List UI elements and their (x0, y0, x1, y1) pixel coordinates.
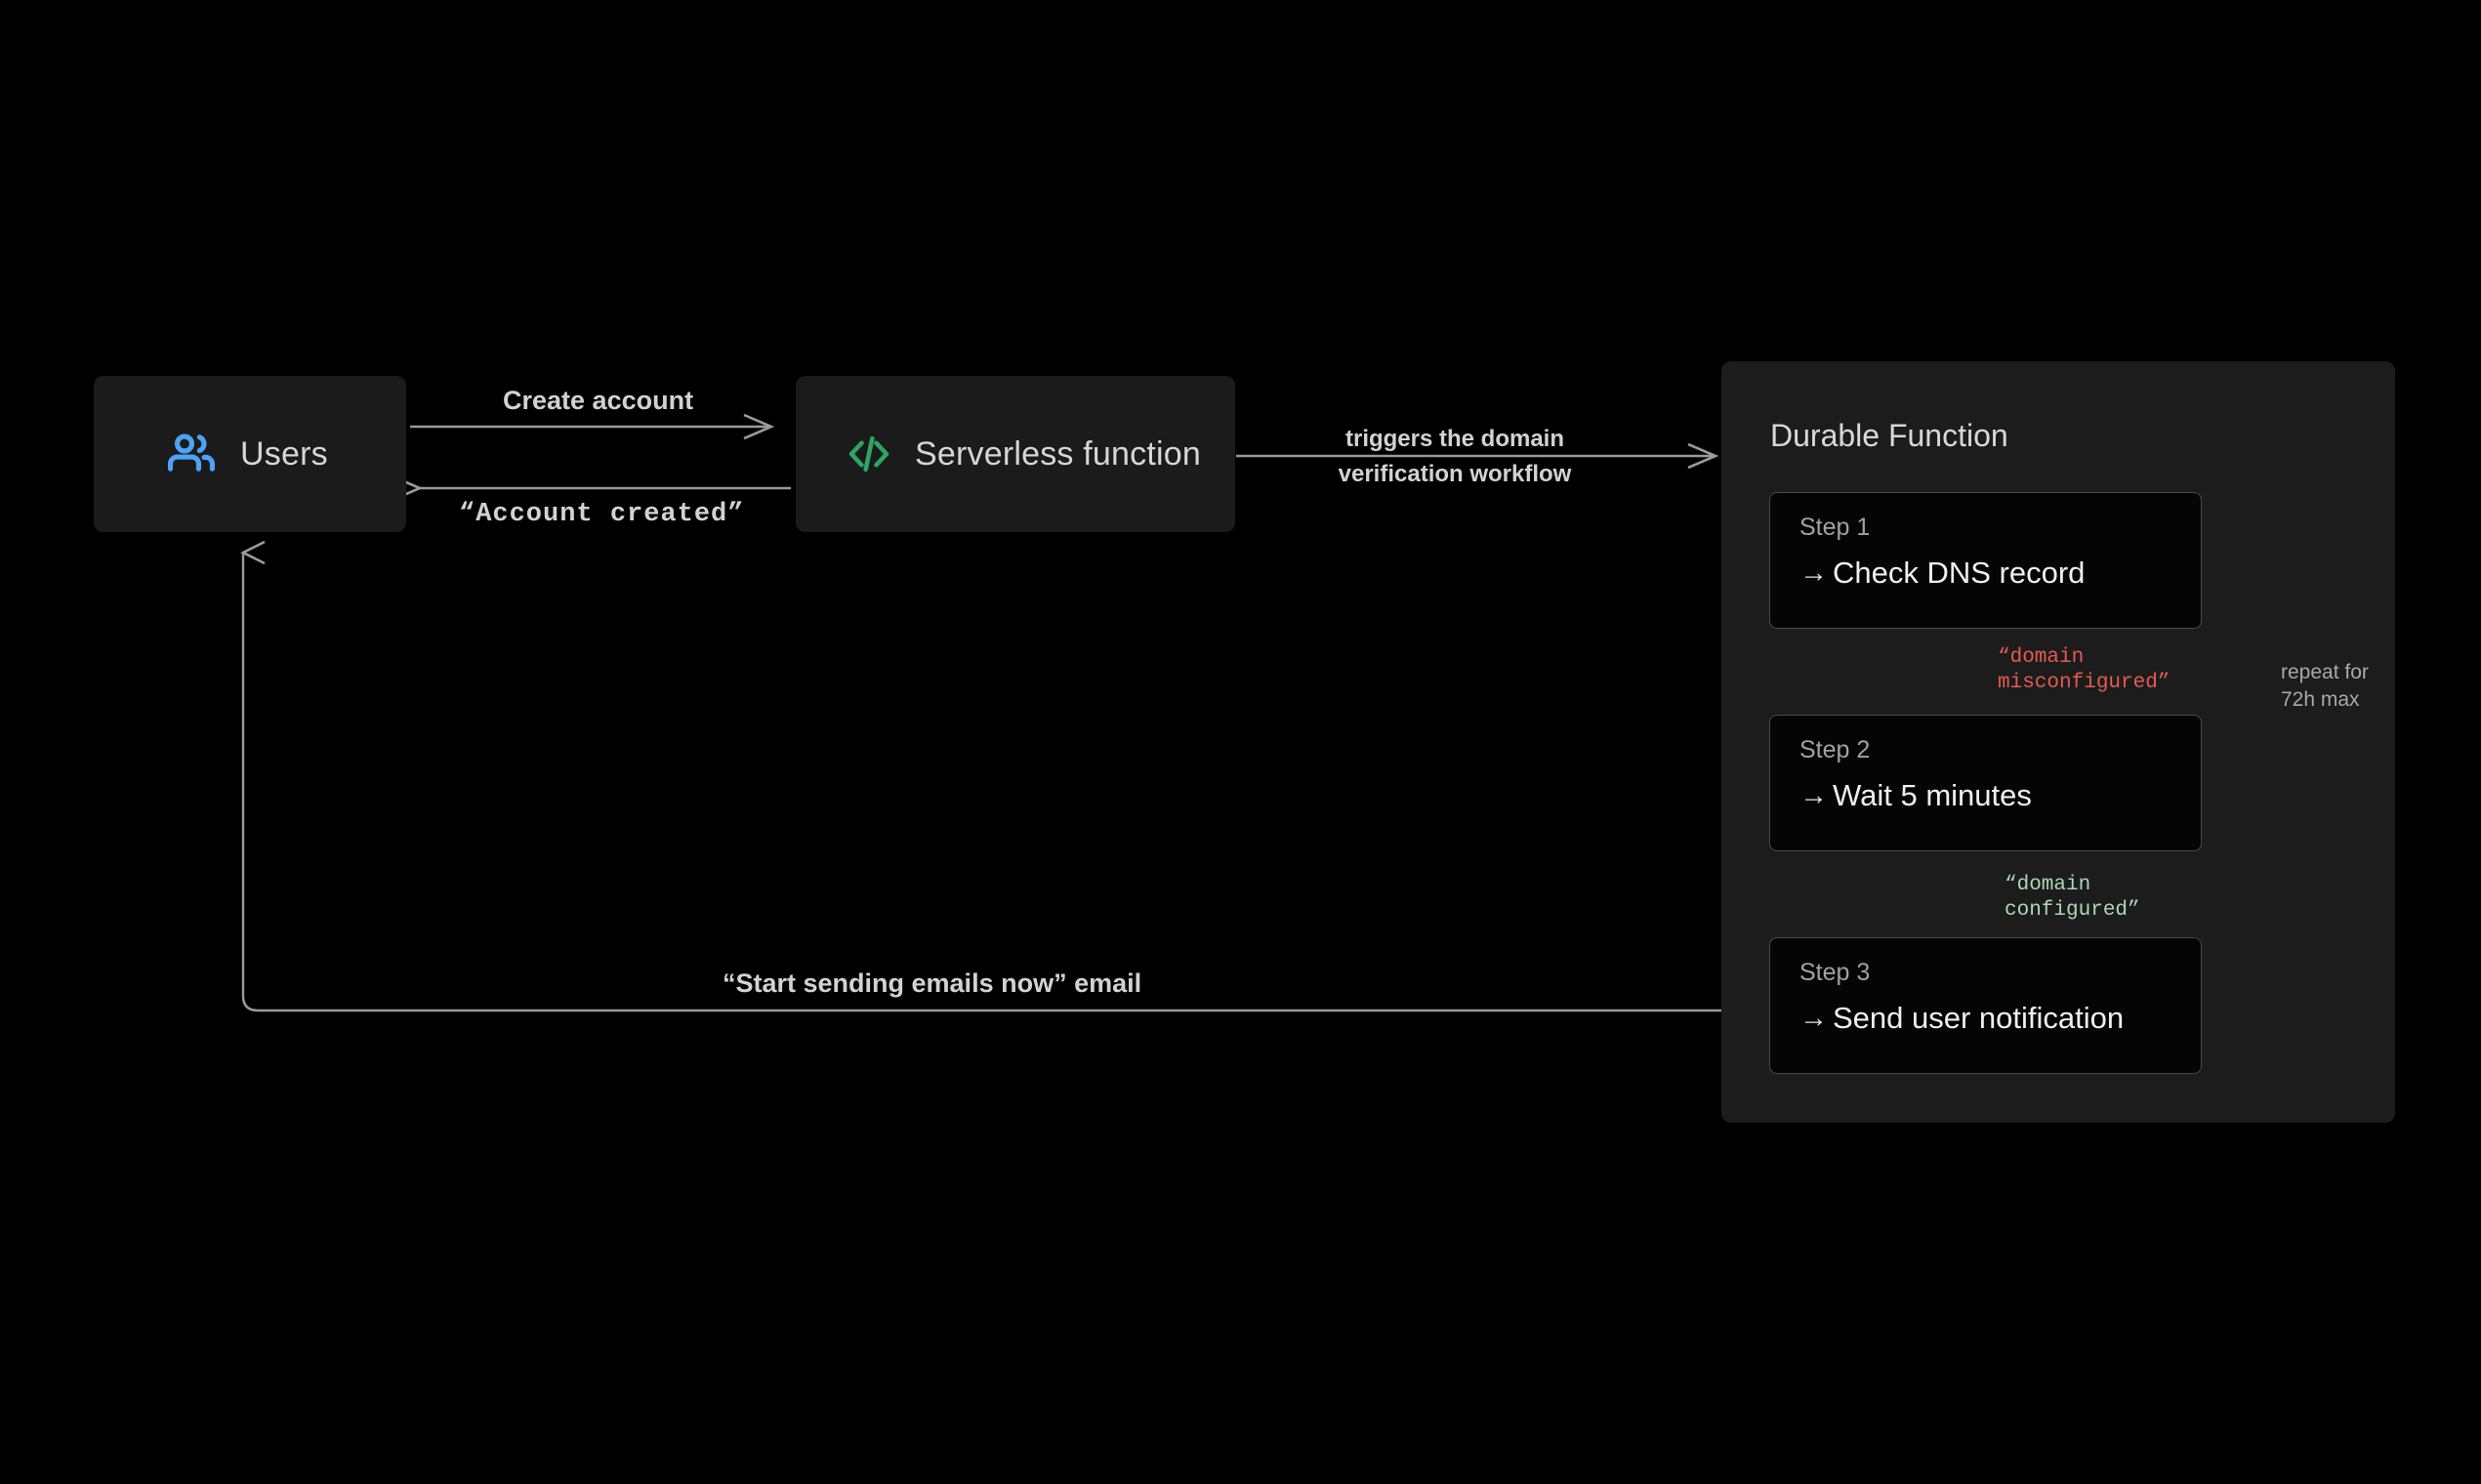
users-icon (164, 427, 219, 481)
edge-label-trigger-workflow: triggers the domain verification workflo… (1328, 422, 1582, 492)
edge-label-trigger-line-2: verification workflow (1338, 461, 1572, 487)
arrow-right-icon: → (1799, 1002, 1828, 1034)
step-card-1[interactable]: Step 1 → Check DNS record (1769, 492, 2202, 629)
edge-label-misconfigured-line-2: misconfigured” (1998, 672, 2171, 694)
node-users[interactable]: Users (94, 376, 406, 532)
step-2-body: → Wait 5 minutes (1799, 778, 2201, 813)
arrow-right-icon: → (1799, 779, 1828, 811)
step-card-3[interactable]: Step 3 → Send user notification (1769, 937, 2202, 1074)
edge-start-sending-email (240, 540, 1769, 1012)
code-brackets-icon (845, 430, 893, 478)
step-1-label: Check DNS record (1833, 556, 2086, 590)
step-3-label: Send user notification (1833, 1001, 2125, 1035)
step-3-body: → Send user notification (1799, 1001, 2201, 1036)
edge-label-repeat-line-1: repeat for (2281, 661, 2369, 683)
node-users-label: Users (240, 434, 328, 473)
step-2-kicker: Step 2 (1799, 736, 1871, 763)
node-serverless-label: Serverless function (915, 434, 1201, 473)
edge-label-domain-misconfigured: “domain misconfigured” (1998, 645, 2173, 696)
edge-label-trigger-line-1: triggers the domain (1344, 426, 1565, 452)
step-1-body: → Check DNS record (1799, 556, 2201, 591)
step-2-label: Wait 5 minutes (1833, 778, 2032, 812)
arrow-right-icon: → (1799, 556, 1828, 589)
edge-label-domain-configured: “domain configured” (2005, 873, 2180, 924)
edge-label-configured-line-2: configured” (2005, 899, 2140, 922)
edge-label-configured-line-1: “domain (2005, 874, 2091, 896)
edge-label-create-account: Create account (503, 386, 694, 415)
edge-label-account-created: “Account created” (459, 500, 745, 529)
node-serverless-function[interactable]: Serverless function (796, 376, 1235, 532)
durable-function-title: Durable Function (1770, 418, 2008, 453)
edge-label-misconfigured-line-1: “domain (1998, 646, 2085, 669)
edge-label-start-sending-email: “Start sending emails now” email (723, 969, 1142, 998)
edge-label-repeat-loop: repeat for 72h max (2281, 659, 2408, 714)
step-1-kicker: Step 1 (1799, 514, 1871, 541)
edge-label-repeat-line-2: 72h max (2281, 688, 2360, 711)
durable-function-panel: Durable Function Step 1 → Check DNS reco… (1721, 361, 2395, 1123)
step-3-kicker: Step 3 (1799, 959, 1871, 986)
step-card-2[interactable]: Step 2 → Wait 5 minutes (1769, 715, 2202, 851)
